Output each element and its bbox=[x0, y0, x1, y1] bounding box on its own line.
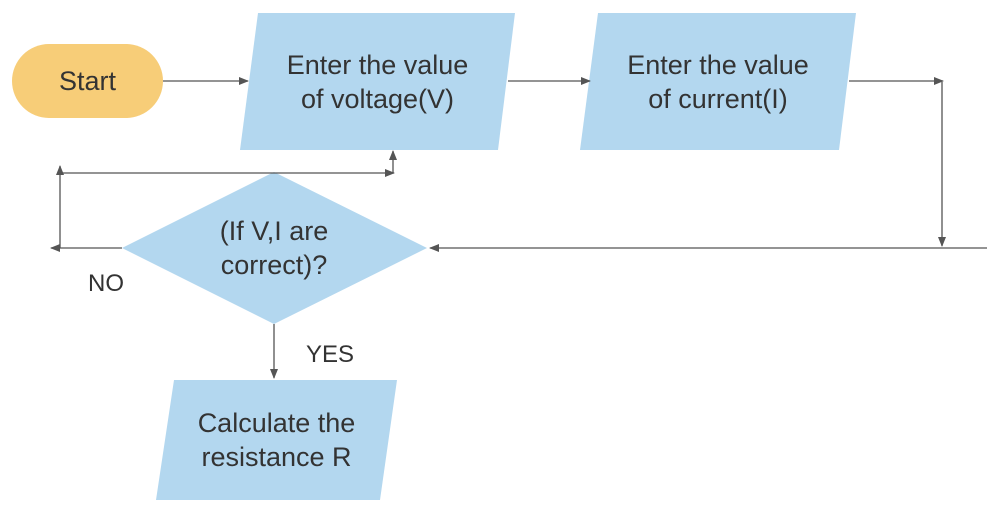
no-edge-label: NO bbox=[88, 270, 124, 297]
start-terminal bbox=[12, 44, 163, 118]
current-input-parallelogram bbox=[580, 13, 856, 150]
voltage-input-parallelogram bbox=[240, 13, 515, 150]
yes-edge-label: YES bbox=[306, 341, 355, 368]
decision-diamond bbox=[122, 172, 427, 324]
calculate-parallelogram bbox=[156, 380, 397, 500]
